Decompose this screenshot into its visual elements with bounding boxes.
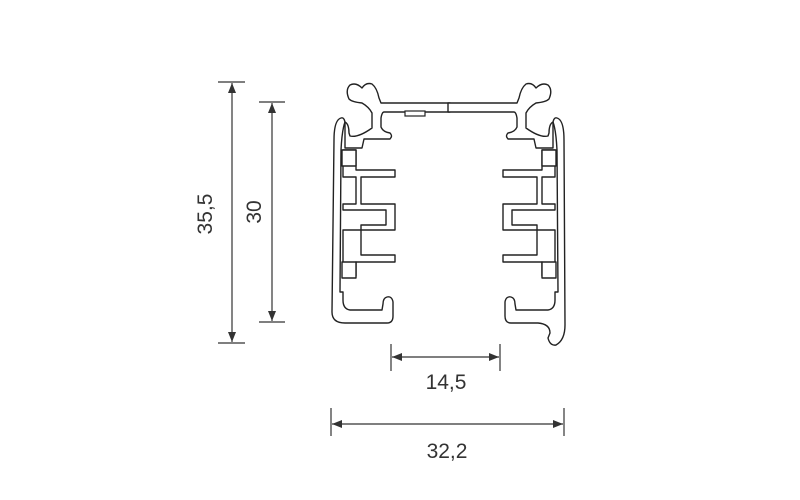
- total-height-label: 35,5: [194, 194, 217, 235]
- opening-width-label: 14,5: [426, 371, 467, 394]
- dimension-opening-width: 14,5: [390, 344, 501, 394]
- outer-wall-right: [504, 117, 566, 346]
- conductor-right: [502, 149, 556, 277]
- top-arm-left: [344, 82, 451, 149]
- top-notch: [404, 110, 426, 117]
- track-profile: [331, 82, 566, 346]
- profile-left-half: [331, 82, 451, 324]
- dimension-total-width: 32,2: [330, 408, 565, 463]
- dimension-inner-height: 30: [243, 101, 285, 323]
- conductor-left: [342, 149, 396, 277]
- inner-height-label: 30: [243, 200, 266, 223]
- contact-bottom-left: [341, 261, 357, 279]
- contact-bottom-right: [541, 261, 557, 279]
- contact-top-left: [341, 149, 357, 167]
- outer-wall-left: [331, 117, 394, 324]
- profile-right-half: [447, 82, 566, 346]
- top-arm-right: [447, 82, 554, 149]
- dimension-total-height: 35,5: [194, 81, 245, 344]
- contact-top-right: [541, 149, 557, 167]
- total-width-label: 32,2: [427, 440, 468, 463]
